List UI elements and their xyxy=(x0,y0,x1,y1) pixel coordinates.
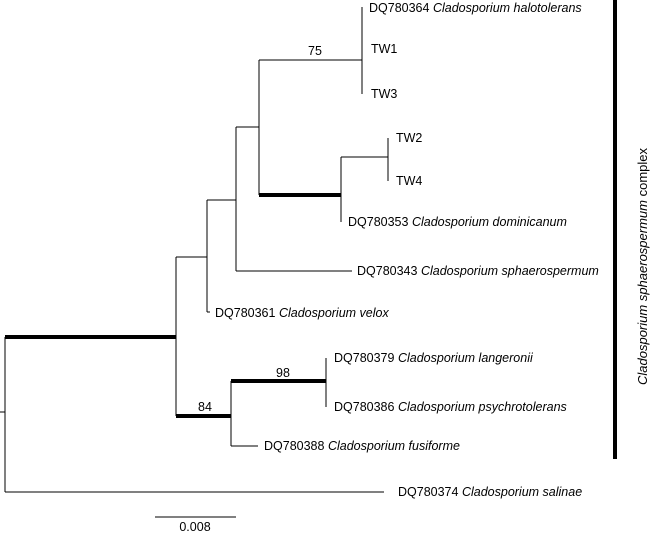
tip-label-tw2: TW2 xyxy=(396,131,422,145)
tip-label-sphaerospermum: DQ780343 Cladosporium sphaerospermum xyxy=(357,264,599,278)
tip-labels: DQ780364 Cladosporium halotolerans TW1 T… xyxy=(215,1,599,499)
tip-label-tw3: TW3 xyxy=(371,87,397,101)
scale-bar-label: 0.008 xyxy=(179,520,210,533)
support-value-langeronii-clade: 98 xyxy=(276,366,290,380)
tip-label-velox: DQ780361 Cladosporium velox xyxy=(215,306,389,320)
tip-label-langeronii: DQ780379 Cladosporium langeronii xyxy=(334,351,534,365)
tip-label-tw4: TW4 xyxy=(396,174,422,188)
support-value-halotolerans-clade: 75 xyxy=(308,44,322,58)
support-values: 75 98 84 xyxy=(198,44,322,414)
support-value-fusiforme-clade: 84 xyxy=(198,400,212,414)
tip-label-halotolerans: DQ780364 Cladosporium halotolerans xyxy=(369,1,582,15)
tip-label-psychrotolerans: DQ780386 Cladosporium psychrotolerans xyxy=(334,400,567,414)
complex-label: Cladosporium sphaerospermum complex xyxy=(635,147,650,385)
tip-label-dominicanum: DQ780353 Cladosporium dominicanum xyxy=(348,215,567,229)
tip-label-fusiforme: DQ780388 Cladosporium fusiforme xyxy=(264,439,460,453)
tip-label-tw1: TW1 xyxy=(371,42,397,56)
complex-bracket: Cladosporium sphaerospermum complex xyxy=(613,0,650,459)
scale-bar: 0.008 xyxy=(155,516,236,533)
tip-label-salinae: DQ780374 Cladosporium salinae xyxy=(398,485,582,499)
tree-branches xyxy=(0,7,389,493)
